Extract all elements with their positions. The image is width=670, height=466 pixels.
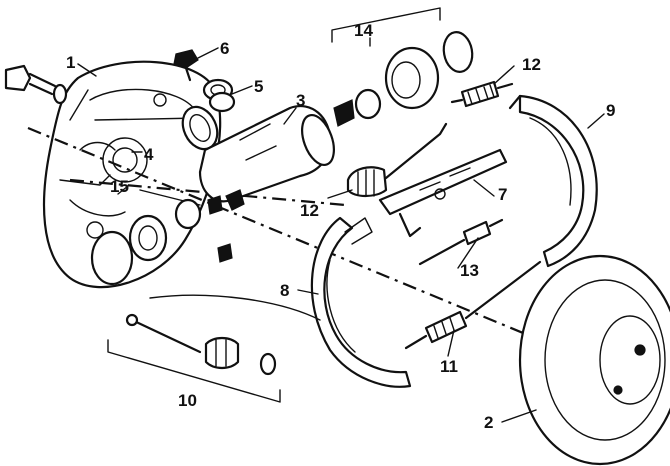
mounting-bolt xyxy=(4,64,68,105)
callout-5: 5 xyxy=(254,77,264,96)
backing-plate xyxy=(42,60,222,289)
hold-down-spring xyxy=(404,260,542,350)
callout-14: 14 xyxy=(354,21,373,40)
brake-shoe-rear xyxy=(508,94,598,268)
brake-drum xyxy=(518,254,670,466)
callout-3: 3 xyxy=(296,91,306,110)
callout-8: 8 xyxy=(280,281,290,300)
callout-11: 11 xyxy=(440,357,458,376)
adjuster-strut xyxy=(378,148,508,238)
pin-kit xyxy=(107,294,321,403)
bleeder-screw xyxy=(173,49,199,82)
callout-7: 7 xyxy=(498,185,508,204)
leader-lines xyxy=(77,37,605,423)
callout-6: 6 xyxy=(220,39,230,58)
spring-washer xyxy=(202,78,236,113)
callout-4: 4 xyxy=(144,145,154,164)
piston-kit xyxy=(331,7,474,127)
callout-12-bottom: 12 xyxy=(300,201,319,220)
brake-shoe-front xyxy=(310,216,412,388)
callout-13: 13 xyxy=(460,261,479,280)
piston-and-seals xyxy=(90,195,233,286)
callout-9: 9 xyxy=(606,101,616,120)
callout-1: 1 xyxy=(66,53,76,72)
callout-12-top: 12 xyxy=(522,55,541,74)
adjuster-screw xyxy=(418,218,504,266)
callout-2: 2 xyxy=(484,413,494,432)
lower-return-spring xyxy=(346,122,448,198)
callout-10: 10 xyxy=(178,391,197,410)
upper-return-spring xyxy=(450,80,514,108)
wheel-cylinder xyxy=(198,105,335,211)
callout-15: 15 xyxy=(110,177,129,196)
